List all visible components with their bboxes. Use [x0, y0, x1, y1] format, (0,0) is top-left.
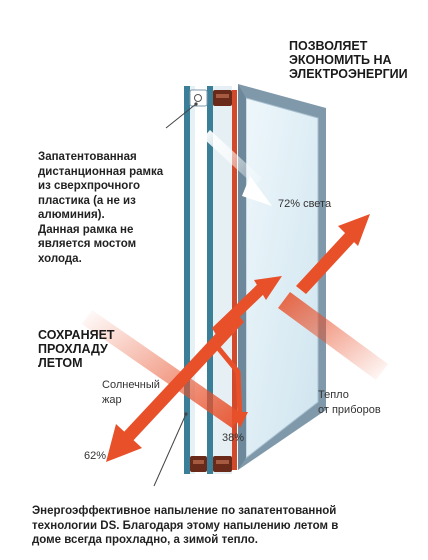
arrow-up-right: [212, 276, 282, 338]
light-beam: [203, 130, 262, 186]
light-percent: 72% света: [278, 198, 332, 210]
coating-note: Энергоэффективное напыление по запатенто…: [32, 505, 339, 546]
percent-38: 38%: [222, 432, 245, 444]
solar-heat-band: [82, 310, 242, 428]
coating-leader-dot: [184, 412, 188, 416]
window-profile: [184, 86, 232, 474]
arrow-38: [213, 342, 248, 428]
bottom-spacer: [190, 456, 232, 472]
frame-leader-line: [165, 103, 197, 129]
room-heat-label: Тепло от приборов: [318, 389, 381, 416]
arrow-62: [106, 312, 244, 462]
heading-top: ПОЗВОЛЯЕТ ЭКОНОМИТЬ НА ЭЛЕКТРОЭНЕРГИИ: [289, 39, 408, 81]
top-spacer: [189, 89, 232, 107]
coating-strip: [232, 90, 237, 470]
summer-heading: СОХРАНЯЕТ ПРОХЛАДУ ЛЕТОМ: [38, 328, 115, 370]
sun-heat-label: Солнечный жар: [102, 379, 160, 406]
frame-note: Запатентованная дистанционная рамка из с…: [38, 151, 164, 265]
heat-reflect-band: [278, 292, 388, 380]
arrow-room-heat: [296, 214, 370, 294]
back-glass-pane: [238, 84, 326, 470]
coating-leader-line: [153, 413, 187, 487]
percent-62: 62%: [84, 450, 107, 462]
light-arrowhead: [242, 176, 272, 206]
frame-leader-dot: [194, 102, 198, 106]
